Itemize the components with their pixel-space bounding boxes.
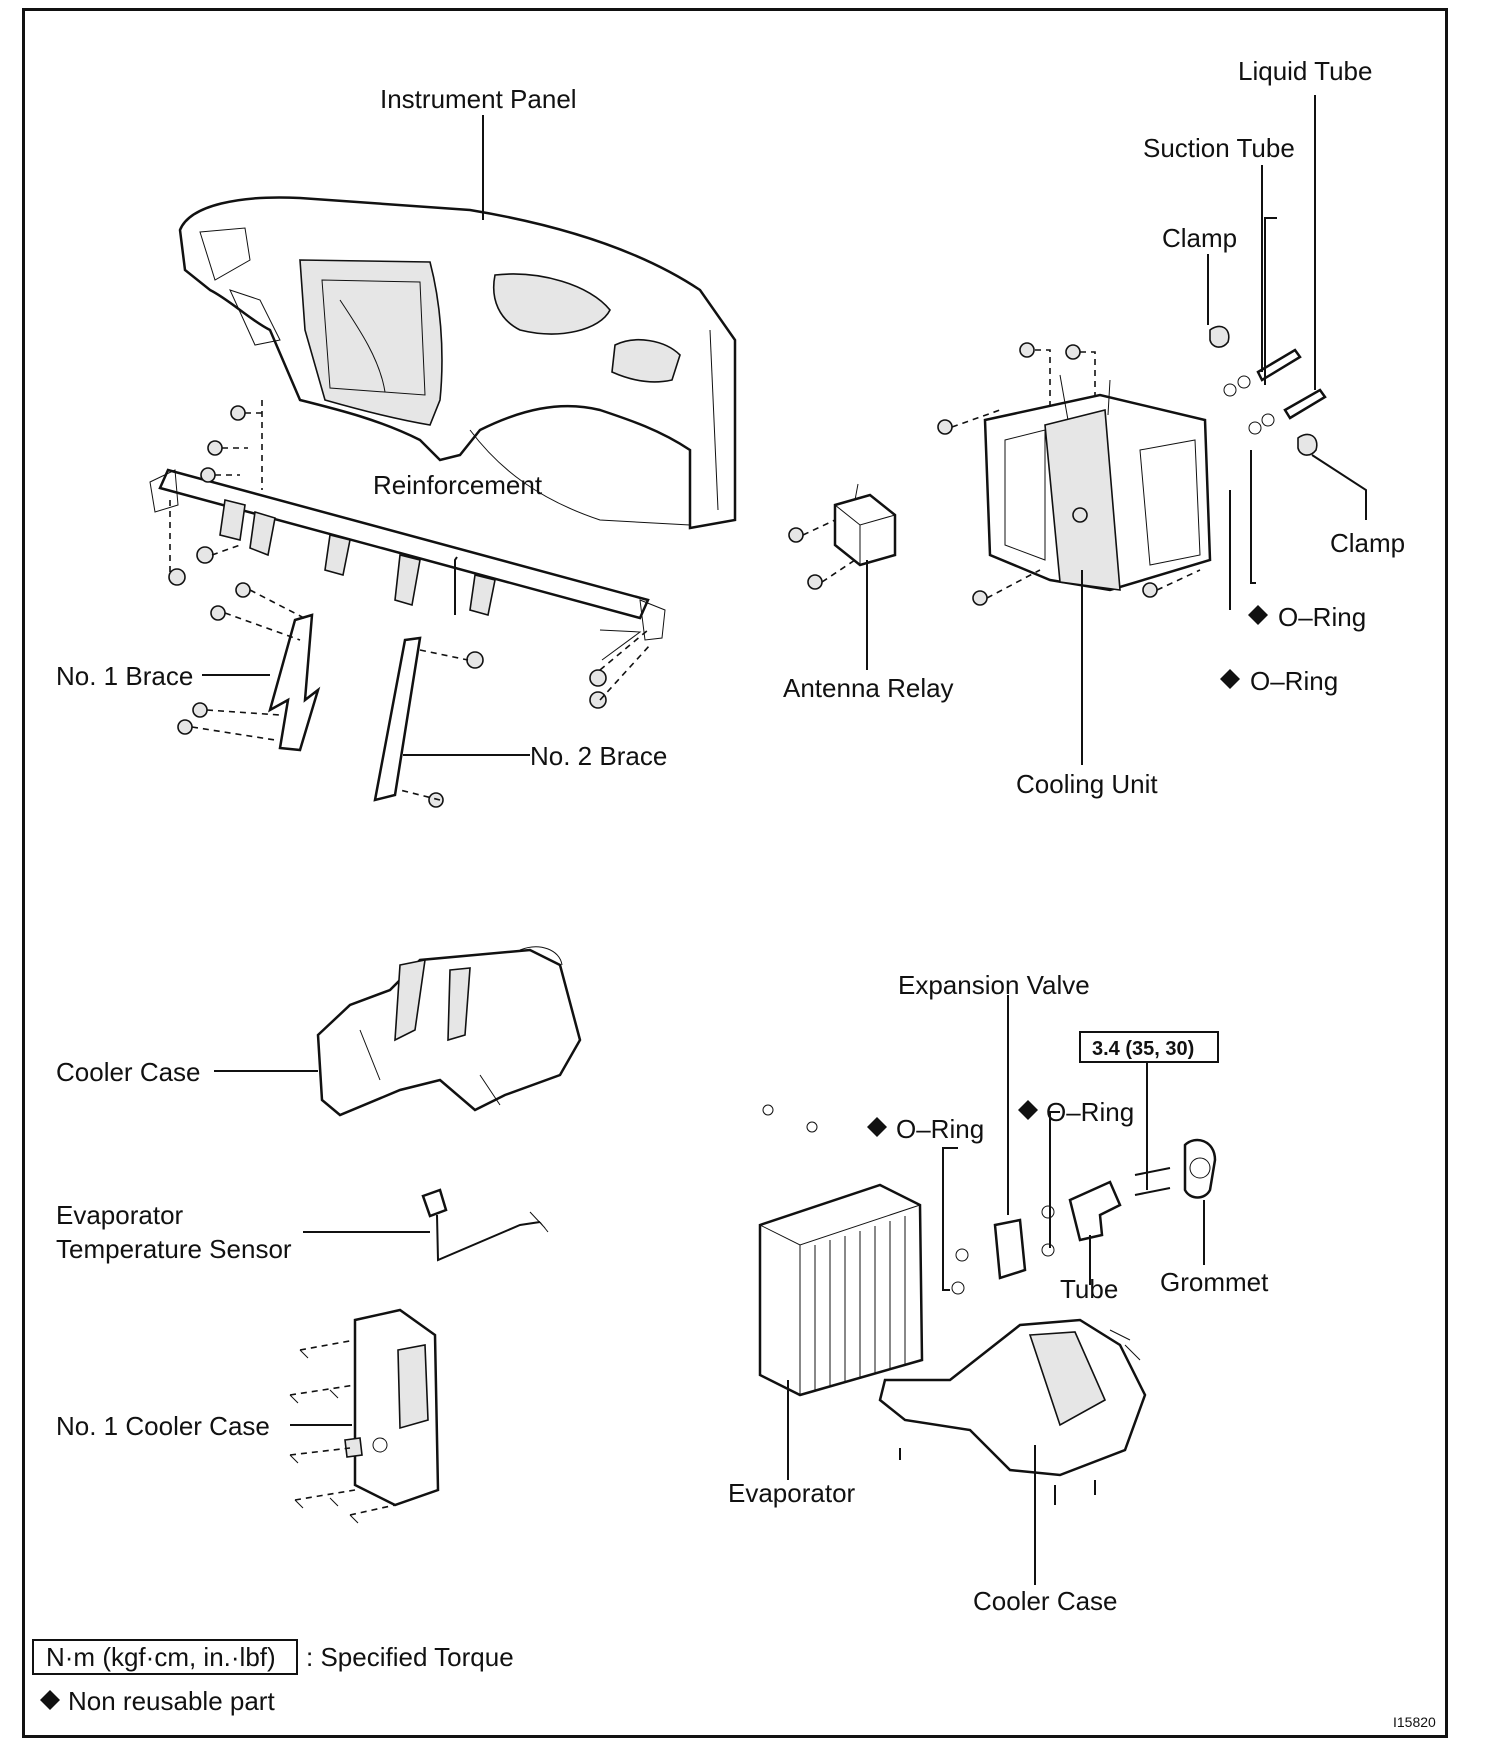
label-grommet: Grommet [1160,1267,1269,1297]
label-instrument-panel: Instrument Panel [380,84,577,114]
label-suction-tube: Suction Tube [1143,133,1295,163]
label-no1-brace: No. 1 Brace [56,661,193,691]
label-o-ring-1: O–Ring [1278,602,1366,632]
label-o-ring-4: O–Ring [896,1114,984,1144]
label-cooler-case-2: Cooler Case [973,1586,1118,1616]
no2-brace-drawing [373,636,422,802]
legend-non-reusable: Non reusable part [68,1686,275,1716]
diagram-frame [22,8,1448,1738]
expansion-valve-drawing [762,1104,1060,1295]
label-no2-brace: No. 2 Brace [530,741,667,771]
label-o-ring-2: O–Ring [1250,666,1338,696]
torque-box [1079,1031,1219,1063]
label-reinforcement: Reinforcement [373,470,543,500]
legend-torque-desc: : Specified Torque [306,1642,514,1672]
diamond-icon [40,1690,60,1710]
label-evap-sensor-line1: Evaporator [56,1200,184,1230]
instrument-panel-drawing [178,196,737,530]
cooler-case-lower-drawing [878,1318,1147,1505]
label-o-ring-3: O–Ring [1046,1097,1134,1127]
label-antenna-relay: Antenna Relay [783,673,954,703]
diamond-icon [1018,1100,1038,1120]
grommet-drawing [1183,1138,1217,1199]
diamond-icon [867,1117,887,1137]
legend-torque-box [32,1639,298,1675]
label-evap-sensor-line2: Temperature Sensor [56,1234,292,1264]
leader-lines [202,115,1367,1585]
label-cooler-case-1: Cooler Case [56,1057,201,1087]
tube-drawing [1068,1167,1171,1242]
diamond-icon [1220,669,1240,689]
antenna-relay-drawing [788,483,897,590]
figure-id: I15820 [1393,1714,1436,1730]
label-no1-cooler-case: No. 1 Cooler Case [56,1411,270,1441]
fasteners-left [168,400,651,808]
label-cooling-unit: Cooling Unit [1016,769,1158,799]
label-torque-value: 3.4 (35, 30) [1092,1038,1194,1060]
reinforcement-drawing [149,468,666,661]
label-tube: Tube [1060,1274,1118,1304]
cooler-case-upper-drawing [316,946,582,1117]
diamond-icon [1248,605,1268,625]
cooling-unit-drawing [937,342,1212,606]
no1-cooler-case-drawing [289,1308,440,1524]
no1-brace-drawing [267,613,321,752]
label-evaporator: Evaporator [728,1478,856,1508]
evaporator-temperature-sensor-drawing [421,1188,549,1262]
tubes-and-clamps-drawing [1209,95,1327,456]
legend-torque-unit: N·m (kgf·cm, in.·lbf) [46,1642,276,1672]
label-expansion-valve: Expansion Valve [898,970,1090,1000]
label-liquid-tube: Liquid Tube [1238,56,1372,86]
evaporator-drawing [758,1183,924,1397]
label-clamp-top: Clamp [1162,223,1237,253]
label-clamp-right: Clamp [1330,528,1405,558]
